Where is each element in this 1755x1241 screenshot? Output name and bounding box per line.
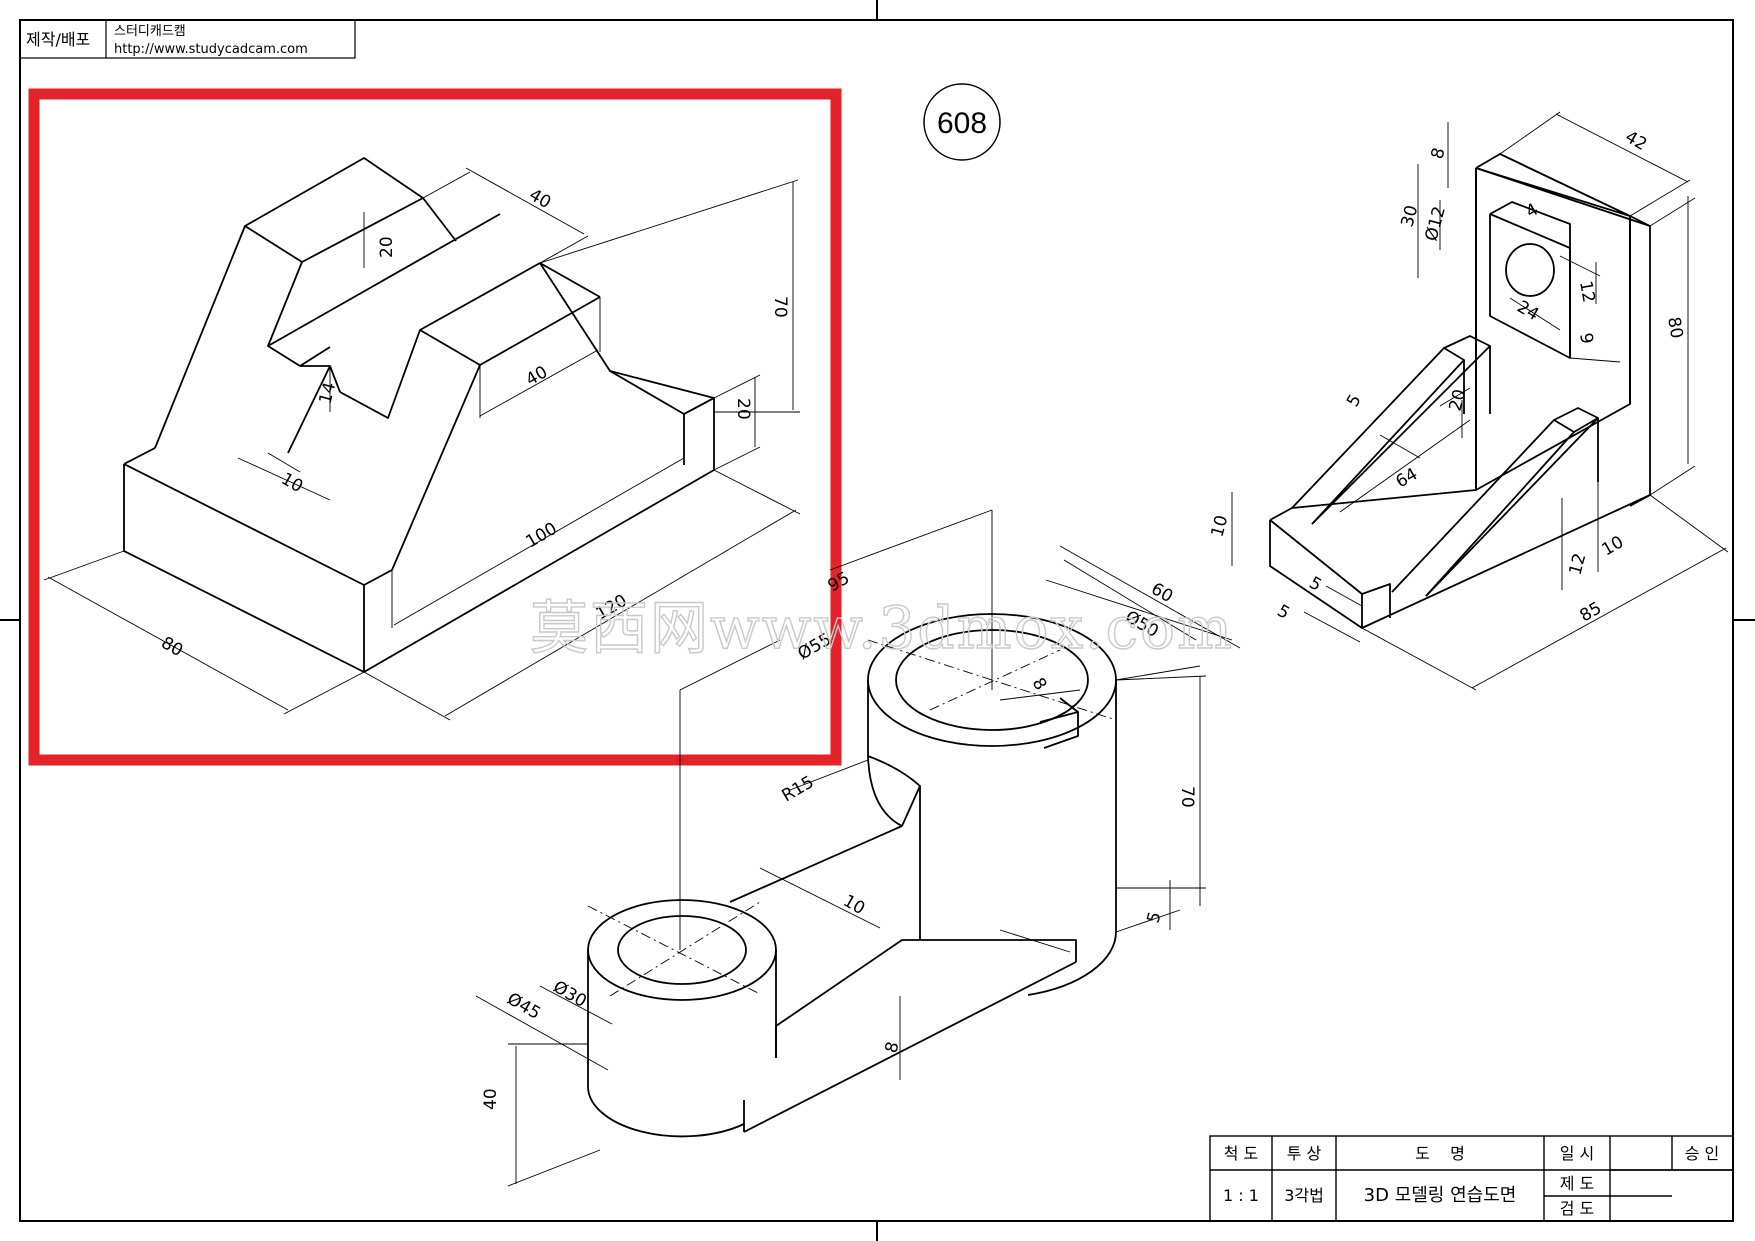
dim-dia-12: Ø12	[1422, 204, 1450, 243]
drawing-number: 608	[937, 107, 987, 140]
dim-10-b: 10	[1599, 532, 1628, 560]
drawing-name-label: 도 명	[1415, 1144, 1465, 1163]
dim-12-b: 12	[1566, 551, 1591, 577]
drawn-by-label: 제 도	[1560, 1174, 1595, 1193]
highlight-frame	[28, 88, 842, 766]
dim-20: 20	[1446, 387, 1471, 413]
company-name: 스터디캐드캠	[114, 24, 186, 39]
drawing-number-badge: 608	[923, 83, 1001, 161]
date-label: 일 시	[1560, 1144, 1595, 1163]
dim-64: 64	[1393, 464, 1422, 492]
checked-by-label: 검 도	[1560, 1199, 1595, 1218]
scale-value: 1 : 1	[1223, 1186, 1259, 1205]
dim-8: 8	[1028, 675, 1051, 694]
dim-95: 95	[825, 568, 854, 596]
dim-5: 5	[1144, 910, 1166, 926]
part2-dimension-text: 42 8 30 Ø12 4 12 24 9 80 5 20 64 10 5 5 …	[1208, 127, 1687, 626]
watermark-text: 莫西网www.3dmox.com	[530, 594, 1234, 662]
dim-70: 70	[1177, 786, 1197, 808]
header-block: 제작/배포 스터디캐드캠 http://www.studycadcam.com	[19, 19, 356, 59]
dim-5-b: 5	[1274, 601, 1293, 624]
dim-30: 30	[1398, 203, 1423, 229]
dim-85: 85	[1577, 598, 1606, 626]
part3-isometric-view	[587, 613, 1117, 1138]
dim-40-mid: 40	[523, 362, 552, 390]
projection-label: 투 상	[1287, 1144, 1322, 1163]
part2-dimension-lines	[1231, 111, 1729, 691]
company-url[interactable]: http://www.studycadcam.com	[114, 42, 308, 57]
dim-20-right: 20	[733, 398, 753, 420]
dim-70: 70	[770, 296, 790, 318]
dim-r15: R15	[779, 772, 818, 806]
dim-40-top: 40	[526, 185, 555, 213]
title-block: 척 도 투 상 도 명 일 시 승 인 1 : 1 3각법 3D 모델링 연습도…	[1209, 1135, 1734, 1222]
dim-10-base: 10	[1208, 513, 1233, 539]
projection-value: 3각법	[1284, 1186, 1324, 1205]
dim-40: 40	[481, 1088, 501, 1110]
dim-5-rib: 5	[1343, 391, 1366, 410]
dim-80: 80	[1663, 315, 1686, 340]
dim-24: 24	[1514, 297, 1543, 325]
part1-dimension-lines	[43, 167, 801, 721]
dim-12: 12	[1575, 279, 1598, 304]
dim-20-notch: 20	[377, 236, 397, 258]
approval-label: 승 인	[1685, 1144, 1720, 1163]
dim-8-b: 8	[882, 1040, 904, 1056]
dim-4: 4	[1523, 200, 1542, 223]
dim-10: 10	[840, 891, 869, 919]
part3-dimension-lines	[475, 509, 1241, 1187]
dim-80: 80	[158, 633, 187, 661]
dim-8-top: 8	[1428, 146, 1450, 162]
part1-dimension-text: 40 20 70 40 14 20 10 100 120 80	[158, 185, 791, 661]
dim-42: 42	[1622, 127, 1651, 155]
dim-10: 10	[278, 469, 307, 497]
dim-9: 9	[1575, 331, 1597, 345]
maker-label: 제작/배포	[26, 30, 90, 49]
scale-label: 척 도	[1224, 1144, 1259, 1163]
dim-dia-30: Ø30	[550, 977, 590, 1012]
drawing-name-value: 3D 모델링 연습도면	[1364, 1185, 1517, 1206]
dim-dia-45: Ø45	[504, 989, 544, 1024]
part2-isometric-view	[1269, 153, 1651, 629]
